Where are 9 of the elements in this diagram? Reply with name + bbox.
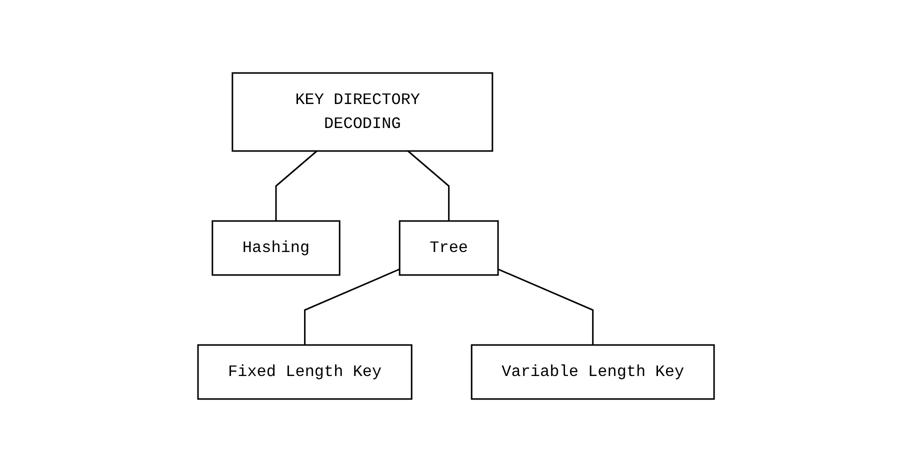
node-box: Tree [398,220,499,276]
connector [498,268,594,344]
node-box: KEY DIRECTORY DECODING [232,72,494,152]
connector [407,150,450,220]
node-box: Fixed Length Key [197,344,412,400]
node-box: Variable Length Key [470,344,715,400]
node-box: Hashing [212,220,340,276]
connector [304,268,400,344]
connector [275,150,318,220]
